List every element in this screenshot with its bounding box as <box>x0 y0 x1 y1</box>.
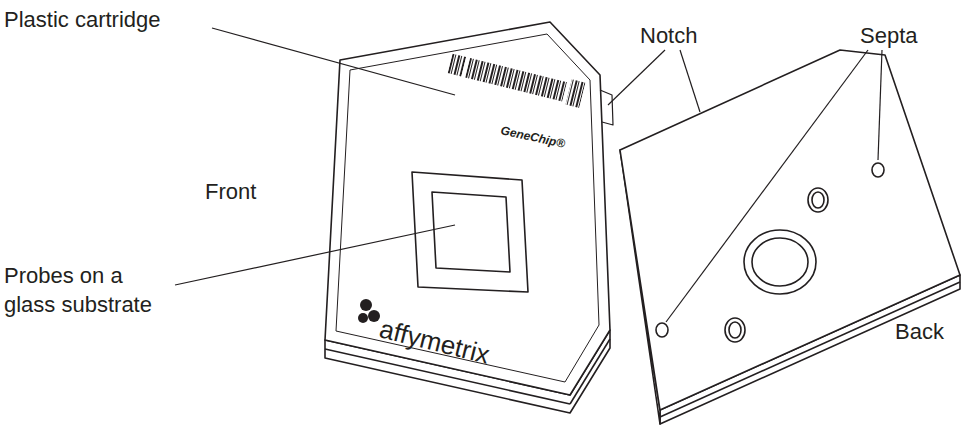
view-label: Back <box>895 318 944 347</box>
port <box>729 322 741 338</box>
cartridge-front-rim <box>336 34 599 382</box>
part-label: Notch <box>640 22 697 51</box>
part-label: Plastic cartridge <box>4 6 161 35</box>
part-label: Probes on a glass substrate <box>4 262 169 319</box>
port <box>725 318 745 342</box>
part-label: Septa <box>860 22 918 51</box>
window-frame <box>412 172 528 292</box>
center-opening <box>744 230 816 294</box>
view-label: Front <box>205 178 256 207</box>
logo-dot <box>360 299 372 311</box>
center-opening <box>752 238 808 286</box>
port <box>812 192 824 208</box>
barcode <box>448 54 466 77</box>
leader-line <box>878 50 882 160</box>
leader-line <box>680 50 700 112</box>
cartridge-front-face <box>325 22 610 395</box>
leader-line <box>175 225 455 285</box>
barcode <box>566 79 586 108</box>
septum <box>872 163 884 177</box>
logo-dot <box>358 313 368 323</box>
notch <box>600 90 613 125</box>
cartridge-back-face <box>620 50 960 410</box>
leader-line <box>608 50 665 105</box>
probe-array <box>432 192 510 272</box>
port <box>808 188 828 212</box>
leader-line <box>666 50 868 322</box>
leader-line <box>212 28 455 95</box>
logo-dot <box>368 310 380 322</box>
barcode <box>465 58 567 102</box>
septum <box>656 323 668 337</box>
